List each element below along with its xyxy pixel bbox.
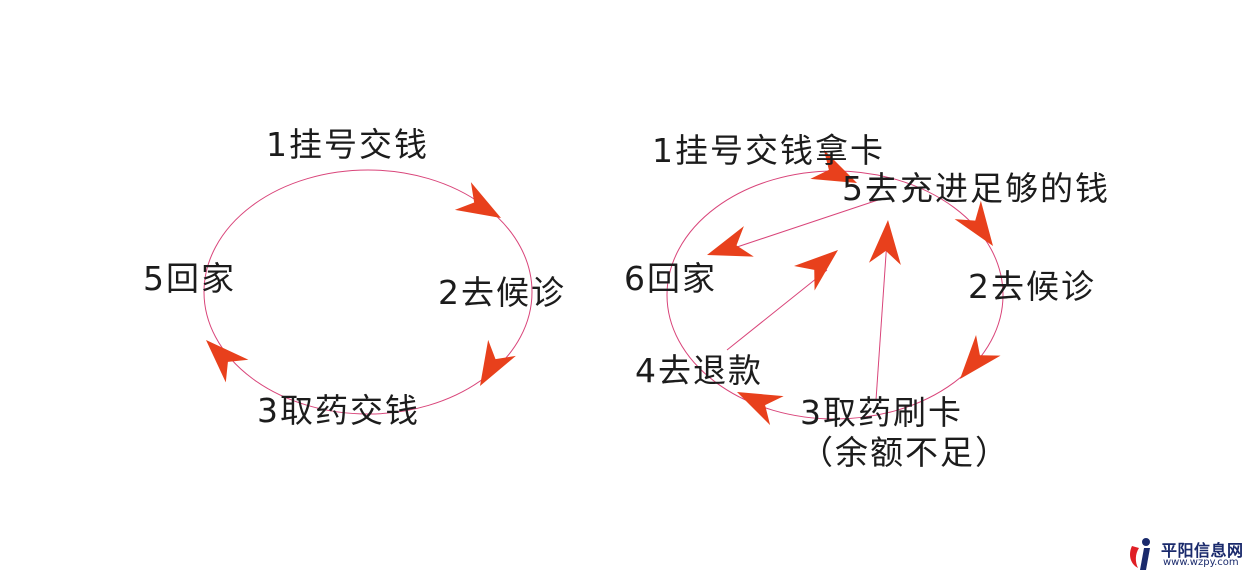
watermark-title: 平阳信息网: [1161, 541, 1244, 560]
right-step6-label: 6回家: [624, 259, 717, 298]
right-arrow-lower-right: [960, 335, 1001, 379]
right-step2-label: 2去候诊: [968, 267, 1096, 306]
left-step5-label: 5回家: [143, 259, 236, 298]
right-step4-label: 4去退款: [635, 351, 763, 390]
right-arrow-to-recharge-diagonal: [794, 250, 838, 291]
connector-recharge-to-home: [733, 199, 879, 249]
right-arrow-upper-right: [954, 200, 993, 246]
left-arrow-lower-left: [206, 340, 249, 383]
watermark-url: www.wzpy.com: [1163, 557, 1239, 568]
right-step3-label: 3取药刷卡: [800, 393, 963, 432]
right-arrow-top: [810, 149, 857, 183]
site-logo-icon: [1130, 538, 1150, 570]
right-arrow-bottom: [737, 392, 784, 426]
watermark: 平阳信息网 www.wzpy.com: [1126, 534, 1252, 574]
connector-pharmacy-to-recharge: [875, 239, 888, 401]
left-arrow-top-right: [454, 182, 501, 218]
right-step3-note: （余额不足）: [800, 433, 1010, 472]
right-step1-label: 1挂号交钱拿卡: [652, 131, 885, 170]
left-step3-label: 3取药交钱: [257, 391, 420, 430]
left-step1-label: 1挂号交钱: [266, 125, 429, 164]
left-loop-line: [203, 169, 533, 415]
left-step2-label: 2去候诊: [438, 273, 566, 312]
right-arrow-to-recharge-vertical: [868, 220, 901, 266]
left-arrow-lower-right: [480, 339, 516, 386]
right-step5-label: 5去充进足够的钱: [842, 169, 1110, 208]
connector-refund-to-recharge: [726, 269, 828, 351]
right-arrow-to-home: [707, 226, 754, 257]
